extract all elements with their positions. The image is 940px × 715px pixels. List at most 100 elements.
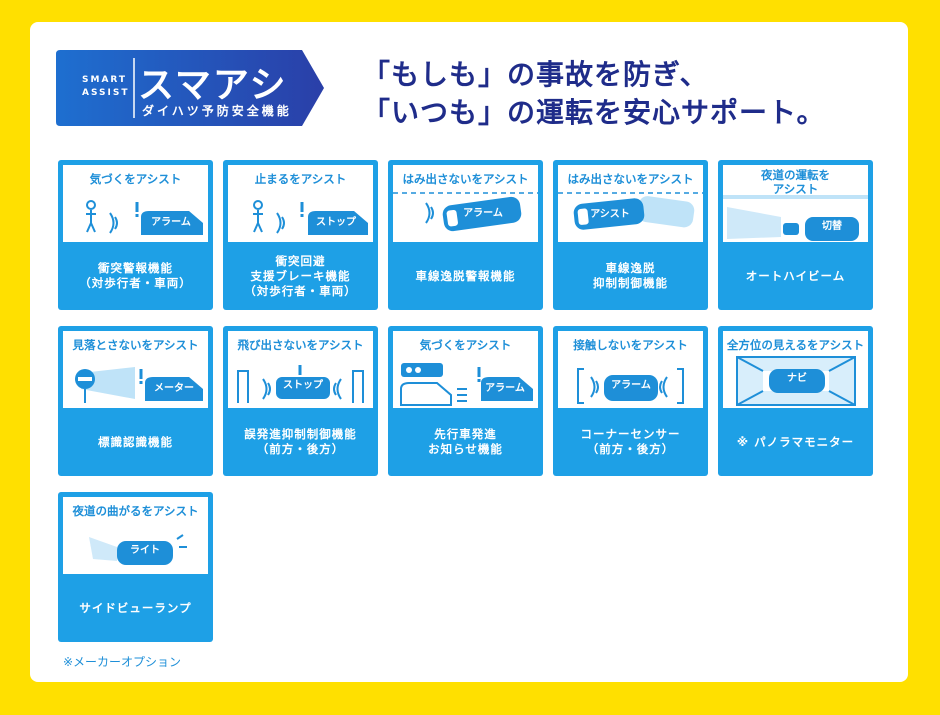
feature-card-label-line: （前方・後方） — [256, 442, 345, 456]
footnote: ※メーカーオプション — [63, 655, 182, 669]
feature-card-illustration-area: ストップ 飛び出さないをアシスト — [228, 331, 373, 408]
feature-card-label: ※ パノラマモニター — [718, 414, 873, 470]
feature-card-title: 接触しないをアシスト — [558, 337, 703, 353]
feature-card-illustration-area: ナビ 全方位の見えるをアシスト — [723, 331, 868, 408]
feature-card-label: 標識認識機能 — [58, 414, 213, 470]
high-beam-icon: 切替 — [723, 195, 868, 241]
sign-recognition-icon: メーター — [75, 367, 203, 403]
feature-card: メーター 見落とさないをアシスト標識認識機能 — [58, 326, 213, 476]
feature-card-label-line: お知らせ機能 — [428, 442, 503, 456]
feature-card-badge: ストップ — [283, 378, 324, 391]
feature-card: アラーム はみ出さないをアシスト車線逸脱警報機能 — [388, 160, 543, 310]
feature-card-label: 衝突回避支援ブレーキ機能（対歩行者・車両） — [223, 248, 378, 304]
feature-card-label-line: （前方・後方） — [586, 442, 675, 456]
feature-card-title-line: 見落とさないをアシスト — [72, 338, 199, 352]
content-panel: SMART ASSIST スマアシ ダイハツ予防安全機能 「もしも」の事故を防ぎ… — [30, 22, 908, 682]
feature-card-label-line: 先行車発進 — [434, 427, 497, 441]
feature-card-title-line: はみ出さないをアシスト — [567, 172, 694, 186]
feature-card-badge: アラーム — [485, 382, 525, 394]
feature-card-title-line: 止まるをアシスト — [254, 172, 347, 186]
feature-card-illustration-area: メーター 見落とさないをアシスト — [63, 331, 208, 408]
panorama-monitor-icon: ナビ — [736, 356, 856, 406]
feature-card-label-line: ※ パノラマモニター — [736, 434, 855, 449]
feature-card-label: 誤発進抑制制御機能（前方・後方） — [223, 414, 378, 470]
feature-card-label-line: 衝突警報機能 — [98, 261, 173, 275]
feature-card-badge: 切替 — [822, 219, 843, 232]
lead-car-departure-icon: アラーム — [400, 363, 533, 406]
logo-title: スマアシ — [138, 65, 288, 106]
feature-card-label-line: 衝突回避 — [275, 253, 326, 268]
corner-sensor-icon: アラーム — [577, 368, 684, 404]
feature-card: アラーム気づくをアシスト衝突警報機能（対歩行者・車両） — [58, 160, 213, 310]
feature-card-label-line: 誤発進抑制制御機能 — [244, 427, 357, 441]
logo-subtitle: SMART ASSIST — [82, 75, 130, 98]
feature-card-illustration-area: アラーム 気づくをアシスト — [393, 331, 538, 408]
feature-card-title-line: アシスト — [772, 182, 819, 196]
feature-card: アシストはみ出さないをアシスト車線逸脱抑制制御機能 — [553, 160, 708, 310]
feature-card-badge: メーター — [154, 382, 194, 394]
feature-card-badge: アラーム — [463, 207, 503, 219]
feature-card: アラーム気づくをアシスト先行車発進お知らせ機能 — [388, 326, 543, 476]
feature-card-badge: アラーム — [611, 379, 651, 391]
feature-card-title-line: 夜道の運転を — [761, 168, 830, 182]
feature-card-label: 車線逸脱警報機能 — [388, 248, 543, 304]
smart-assist-logo: SMART ASSIST スマアシ ダイハツ予防安全機能 — [56, 50, 324, 126]
feature-card-badge: アラーム — [151, 216, 191, 228]
feature-card-title-line: 夜道の曲がるをアシスト — [72, 504, 199, 518]
feature-card-illustration-area: アラーム 気づくをアシスト — [63, 165, 208, 242]
feature-card: ライト 夜道の曲がるをアシストサイドビューランプ — [58, 492, 213, 642]
feature-card-label-line: オートハイビーム — [745, 268, 846, 283]
headline-line-1: 「もしも」の事故を防ぎ、 — [362, 58, 709, 91]
side-view-lamp-icon: ライト — [89, 534, 187, 565]
feature-card: 切替 夜道の運転をアシストオートハイビーム — [718, 160, 873, 310]
feature-card-illustration-area: ライト 夜道の曲がるをアシスト — [63, 497, 208, 574]
feature-card-title: はみ出さないをアシスト — [393, 171, 538, 187]
pedestrian-car-alarm-icon: アラーム — [86, 200, 203, 235]
feature-card-label-line: サイドビューランプ — [79, 600, 192, 615]
feature-card-label: オートハイビーム — [718, 248, 873, 304]
feature-card: ストップ飛び出さないをアシスト誤発進抑制制御機能（前方・後方） — [223, 326, 378, 476]
feature-card-badge: ナビ — [787, 371, 807, 384]
lane-keep-assist-icon: アシスト — [558, 192, 703, 230]
feature-card-label: サイドビューランプ — [58, 580, 213, 636]
feature-card-title-line: 全方位の見えるをアシスト — [726, 338, 865, 352]
feature-card-label: コーナーセンサー（前方・後方） — [553, 414, 708, 470]
feature-card-title: 夜道の曲がるをアシスト — [63, 503, 208, 519]
feature-card: ナビ 全方位の見えるをアシスト ※ パノラマモニター — [718, 326, 873, 476]
feature-card-label: 衝突警報機能（対歩行者・車両） — [58, 248, 213, 304]
feature-card-title: 止まるをアシスト — [228, 171, 373, 187]
logo-badge-shape — [56, 50, 324, 126]
headline: 「もしも」の事故を防ぎ、 「いつも」の運転を安心サポート。 — [362, 56, 825, 132]
feature-card-label-line: コーナーセンサー — [580, 427, 681, 441]
misacceleration-stop-icon: ストップ — [237, 365, 364, 403]
feature-card-title: 全方位の見えるをアシスト — [723, 337, 868, 353]
feature-card-label-line: 車線逸脱警報機能 — [415, 268, 516, 283]
feature-card-title: 気づくをアシスト — [393, 337, 538, 353]
pedestrian-car-stop-icon: ストップ — [253, 200, 368, 235]
feature-card-illustration-area: アラーム はみ出さないをアシスト — [393, 165, 538, 242]
feature-card-label: 車線逸脱抑制制御機能 — [553, 248, 708, 304]
feature-card-badge: ライト — [130, 544, 160, 556]
lane-departure-alarm-icon: アラーム — [393, 192, 538, 232]
feature-card-label-line: 標識認識機能 — [98, 434, 173, 449]
feature-card-title: 気づくをアシスト — [63, 171, 208, 187]
feature-card-label-line: 支援ブレーキ機能 — [250, 268, 351, 283]
feature-card: ストップ止まるをアシスト衝突回避支援ブレーキ機能（対歩行者・車両） — [223, 160, 378, 310]
feature-card-label-line: （対歩行者・車両） — [79, 276, 192, 290]
feature-card-title-line: はみ出さないをアシスト — [402, 172, 529, 186]
feature-card-illustration-area: ストップ 止まるをアシスト — [228, 165, 373, 242]
headline-line-2: 「いつも」の運転を安心サポート。 — [362, 96, 826, 129]
feature-card-label-line: 抑制制御機能 — [593, 276, 668, 290]
logo-caption: ダイハツ予防安全機能 — [142, 104, 292, 118]
feature-card-illustration-area: アシスト はみ出さないをアシスト — [558, 165, 703, 242]
feature-card-label-line: 車線逸脱 — [605, 261, 656, 275]
feature-card-title: 飛び出さないをアシスト — [228, 337, 373, 353]
feature-card-badge: アシスト — [590, 208, 630, 220]
feature-card-title-line: 気づくをアシスト — [419, 338, 512, 352]
feature-card-title: 見落とさないをアシスト — [63, 337, 208, 353]
feature-card-illustration-area: 切替 夜道の運転をアシスト — [723, 165, 868, 242]
feature-card-title-line: 接触しないをアシスト — [573, 338, 688, 352]
feature-card-label: 先行車発進お知らせ機能 — [388, 414, 543, 470]
feature-card: アラーム接触しないをアシストコーナーセンサー（前方・後方） — [553, 326, 708, 476]
feature-card-label-line: （対歩行者・車両） — [244, 283, 357, 298]
